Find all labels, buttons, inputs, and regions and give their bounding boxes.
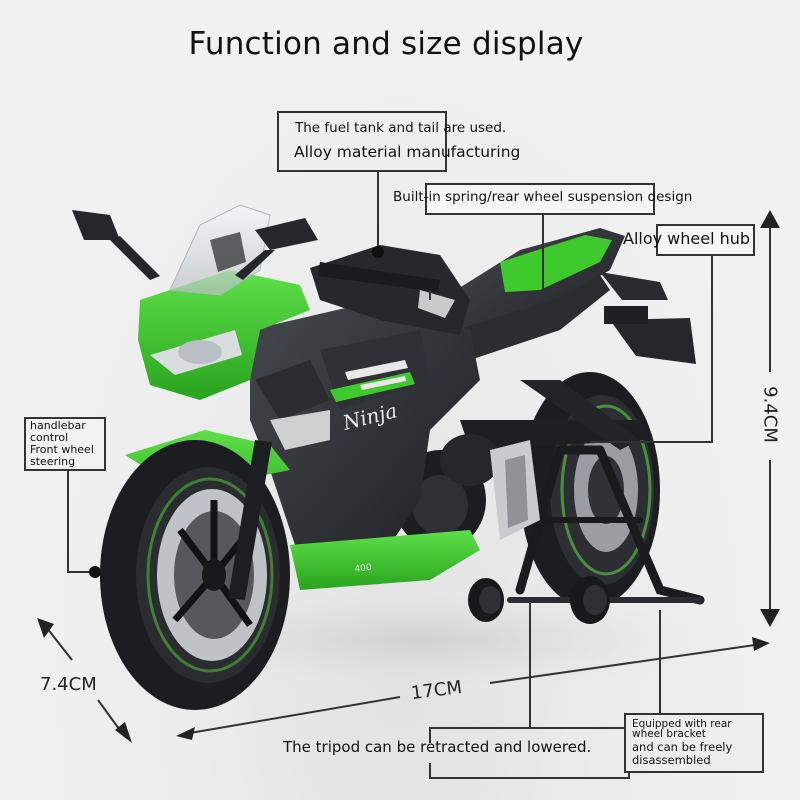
rear-bracket-label-3: disassembled [632, 753, 711, 767]
handlebar-label-3: steering [30, 455, 76, 468]
width-dimension-label: 7.4CM [40, 674, 97, 695]
wheel-hub-callout-box [656, 224, 755, 256]
handlebar-label-1: control [30, 431, 69, 444]
handlebar-label-0: handlebar [30, 419, 86, 432]
rear-bracket-label-2: and can be freely [632, 740, 733, 754]
fuel-tank-callout-box [277, 111, 447, 172]
tail-bracket [600, 272, 696, 364]
mirrors [72, 210, 318, 280]
handlebar-callout-box [24, 417, 106, 471]
page-title: Function and size display [188, 26, 584, 62]
rear-bracket-callout-box [624, 713, 764, 773]
rear-bracket-label-0: Equipped with rear [632, 718, 732, 730]
rear-bracket-label-1: wheel bracket [632, 728, 706, 740]
fuel-tank-label-line2: Alloy material manufacturing [294, 143, 521, 161]
suspension-callout-box [425, 183, 655, 215]
height-dimension-label: 9.4CM [759, 386, 781, 443]
stand-wheels [468, 576, 610, 624]
svg-text:400: 400 [354, 563, 373, 575]
fuel-tank-label-line1: The fuel tank and tail are used. [295, 120, 507, 136]
wheel-hub-label: Alloy wheel hub [623, 229, 751, 248]
suspension-label: Built-in spring/rear wheel suspension de… [393, 189, 693, 205]
handlebar-label-2: Front wheel [30, 443, 94, 456]
tripod-label: The tripod can be retracted and lowered. [283, 738, 592, 756]
